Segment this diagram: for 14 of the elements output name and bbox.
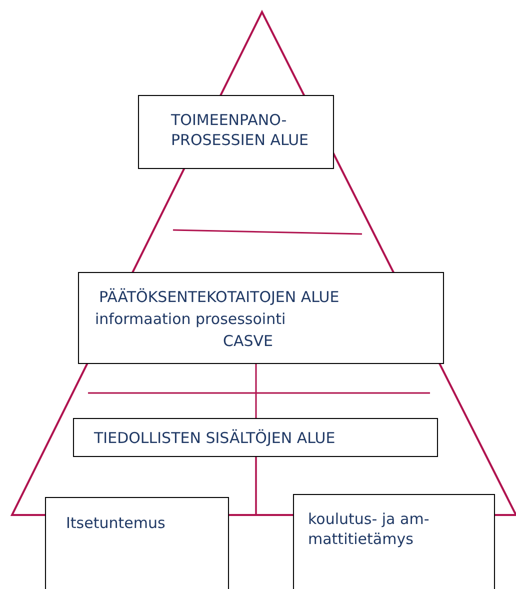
area-text: informaation prosessointi xyxy=(95,309,286,329)
area-title: Itsetuntemus xyxy=(66,513,166,533)
area-text: CASVE xyxy=(223,331,273,351)
area-title: PÄÄTÖKSENTEKOTAITOJEN ALUE xyxy=(99,287,340,307)
area-box xyxy=(73,418,438,457)
area-box xyxy=(45,497,229,589)
area-box xyxy=(78,272,444,364)
area-title: TOIMEENPANO- PROSESSIEN ALUE xyxy=(171,110,310,150)
area-title: koulutus- ja am- mattitietämys xyxy=(308,509,430,549)
connector-line xyxy=(255,364,257,418)
area-box xyxy=(293,494,495,589)
area-title: TIEDOLLISTEN SISÄLTÖJEN ALUE xyxy=(94,428,336,448)
area-box xyxy=(138,95,334,169)
connector-line xyxy=(255,457,293,516)
